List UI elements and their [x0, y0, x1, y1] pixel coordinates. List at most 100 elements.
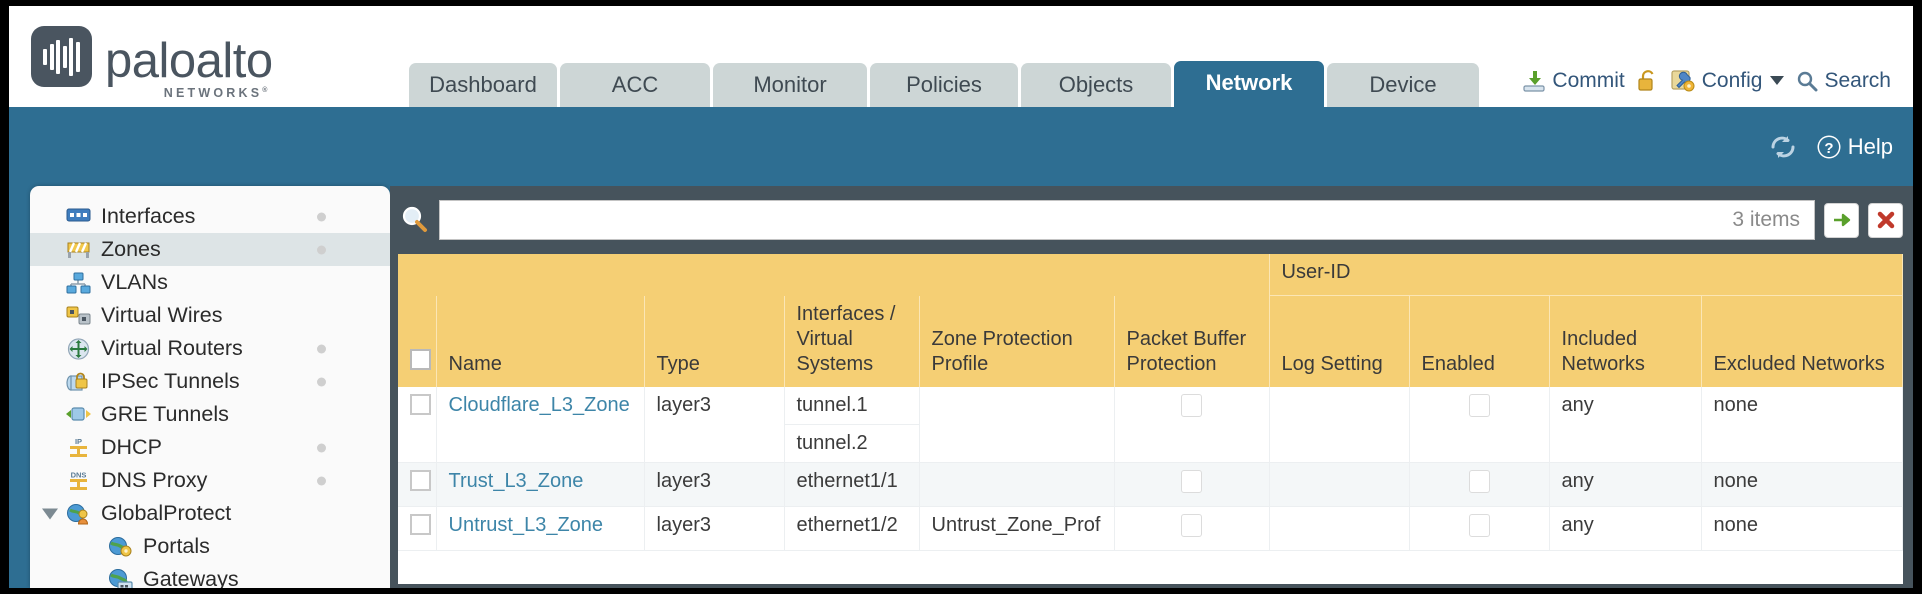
- sidebar-item-virtual-wires[interactable]: Virtual Wires: [30, 299, 390, 332]
- cell-packet-buffer-protection: [1114, 506, 1270, 551]
- sidebar-item-gre-tunnels[interactable]: GRE Tunnels: [30, 398, 390, 431]
- table-row[interactable]: Untrust_L3_Zone layer3 ethernet1/2 Untru…: [398, 506, 1903, 551]
- sidebar-item-dns-proxy[interactable]: DNS DNS Proxy: [30, 464, 390, 497]
- interface-item: ethernet1/2: [796, 513, 898, 536]
- config-label: Config: [1701, 68, 1763, 92]
- column-header-log-setting[interactable]: Log Setting: [1269, 295, 1410, 387]
- commit-label: Commit: [1552, 68, 1625, 92]
- packet-buffer-protection-checkbox[interactable]: [1181, 393, 1203, 417]
- interface-item: tunnel.2: [796, 431, 868, 454]
- brand-logo: paloalto NETWORKS®: [31, 26, 273, 100]
- packet-buffer-protection-checkbox[interactable]: [1181, 469, 1203, 493]
- row-checkbox[interactable]: [410, 393, 431, 415]
- tab-acc[interactable]: ACC: [560, 63, 710, 109]
- column-header-included-networks[interactable]: Included Networks: [1549, 295, 1702, 387]
- column-header-name[interactable]: Name: [436, 295, 645, 387]
- sidebar-item-zones[interactable]: Zones: [30, 233, 390, 266]
- sidebar-item-globalprotect[interactable]: GlobalProtect: [30, 497, 390, 530]
- zone-name-link[interactable]: Untrust_L3_Zone: [448, 513, 604, 536]
- tab-policies[interactable]: Policies: [870, 63, 1018, 109]
- sidebar-item-vlans[interactable]: VLANs: [30, 266, 390, 299]
- cell-included-networks: any: [1549, 506, 1702, 551]
- group-header-spacer: [398, 254, 1270, 296]
- userid-enabled-checkbox[interactable]: [1468, 513, 1490, 537]
- column-header-excluded-networks[interactable]: Excluded Networks: [1701, 295, 1903, 387]
- interface-item: tunnel.1: [784, 387, 919, 425]
- apply-filter-button[interactable]: [1824, 202, 1859, 238]
- sidebar-item-label: IPSec Tunnels: [101, 369, 240, 393]
- main-nav-tabs: Dashboard ACC Monitor Policies Objects N…: [409, 61, 1479, 109]
- zone-name-link[interactable]: Trust_L3_Zone: [448, 469, 584, 492]
- row-select-cell: [398, 386, 437, 463]
- column-header-packet-buffer-protection[interactable]: Packet Buffer Protection: [1114, 295, 1270, 387]
- gateways-icon: [108, 568, 133, 588]
- sidebar-item-virtual-routers[interactable]: Virtual Routers: [30, 332, 390, 365]
- sidebar-item-ipsec-tunnels[interactable]: IPSec Tunnels: [30, 365, 390, 398]
- top-bar: paloalto NETWORKS® Dashboard ACC Monitor…: [9, 6, 1913, 109]
- tab-network[interactable]: Network: [1174, 61, 1324, 109]
- cell-zone-protection-profile: Untrust_Zone_Prof: [919, 506, 1115, 551]
- svg-text:?: ?: [1824, 140, 1833, 157]
- cell-userid-enabled: [1409, 386, 1550, 463]
- sub-header-band: ? Help: [9, 107, 1913, 186]
- globalprotect-icon: [66, 503, 91, 525]
- search-button[interactable]: Search: [1796, 69, 1891, 93]
- sidebar-item-label: VLANs: [101, 270, 168, 294]
- refresh-button[interactable]: [1768, 134, 1798, 160]
- config-menu-button[interactable]: Config: [1671, 68, 1785, 93]
- status-dot: [317, 377, 326, 386]
- status-dot: [317, 212, 326, 221]
- commit-button[interactable]: Commit: [1522, 68, 1625, 93]
- cell-zone-protection-profile: [919, 462, 1115, 507]
- column-header-zone-protection-profile[interactable]: Zone Protection Profile: [919, 295, 1115, 387]
- row-select-cell: [398, 506, 437, 551]
- main-content: 3 items: [390, 186, 1913, 588]
- interfaces-icon: [66, 206, 91, 228]
- sidebar-item-label: GRE Tunnels: [101, 402, 229, 426]
- row-checkbox[interactable]: [410, 469, 431, 491]
- svg-text:IP: IP: [75, 437, 82, 446]
- sidebar-item-dhcp[interactable]: IP DHCP: [30, 431, 390, 464]
- cell-interfaces: ethernet1/2: [784, 506, 920, 551]
- sidebar-item-gateways[interactable]: Gateways: [30, 563, 390, 588]
- paloalto-logo-icon: [31, 26, 92, 87]
- virtual-routers-icon: [66, 337, 91, 360]
- lock-button[interactable]: [1637, 69, 1659, 93]
- row-select-cell: [398, 462, 437, 507]
- userid-enabled-checkbox[interactable]: [1468, 469, 1490, 493]
- status-dot: [317, 443, 326, 452]
- interface-item: ethernet1/1: [796, 469, 898, 492]
- sidebar-item-interfaces[interactable]: Interfaces: [30, 200, 390, 233]
- help-button[interactable]: ? Help: [1816, 134, 1893, 160]
- clear-filter-button[interactable]: [1868, 202, 1903, 238]
- cell-type: layer3: [644, 462, 785, 507]
- column-header-interfaces[interactable]: Interfaces / Virtual Systems: [784, 295, 920, 387]
- twisty-expanded-icon[interactable]: [42, 508, 58, 519]
- table-header-row: Name Type Interfaces / Virtual Systems Z…: [398, 295, 1903, 387]
- tab-monitor[interactable]: Monitor: [713, 63, 867, 109]
- sidebar-item-portals[interactable]: Portals: [30, 530, 390, 563]
- tab-device[interactable]: Device: [1327, 63, 1479, 109]
- table-row[interactable]: Cloudflare_L3_Zone layer3 tunnel.1 tunne…: [398, 386, 1903, 463]
- userid-enabled-checkbox[interactable]: [1468, 393, 1490, 417]
- tab-objects[interactable]: Objects: [1021, 63, 1171, 109]
- cell-included-networks: any: [1549, 462, 1702, 507]
- packet-buffer-protection-checkbox[interactable]: [1181, 513, 1203, 537]
- cell-interfaces: ethernet1/1: [784, 462, 920, 507]
- column-header-enabled[interactable]: Enabled: [1409, 295, 1550, 387]
- row-checkbox[interactable]: [410, 513, 431, 535]
- search-input[interactable]: 3 items: [439, 200, 1815, 240]
- apply-arrow-icon: [1830, 209, 1853, 231]
- dhcp-icon: IP: [66, 437, 91, 459]
- cell-zone-protection-profile: [919, 386, 1115, 463]
- tab-dashboard[interactable]: Dashboard: [409, 63, 557, 109]
- select-all-checkbox[interactable]: [410, 348, 431, 370]
- table-row[interactable]: Trust_L3_Zone layer3 ethernet1/1: [398, 462, 1903, 507]
- filter-bar: 3 items: [398, 198, 1903, 242]
- sidebar-item-label: Interfaces: [101, 204, 196, 228]
- zones-table: User-ID Name Type Interfaces / Virtual S…: [398, 254, 1903, 551]
- zones-table-wrapper: User-ID Name Type Interfaces / Virtual S…: [398, 254, 1903, 584]
- zone-name-link[interactable]: Cloudflare_L3_Zone: [448, 393, 630, 416]
- column-header-type[interactable]: Type: [644, 295, 785, 387]
- ipsec-tunnels-icon: [66, 371, 91, 393]
